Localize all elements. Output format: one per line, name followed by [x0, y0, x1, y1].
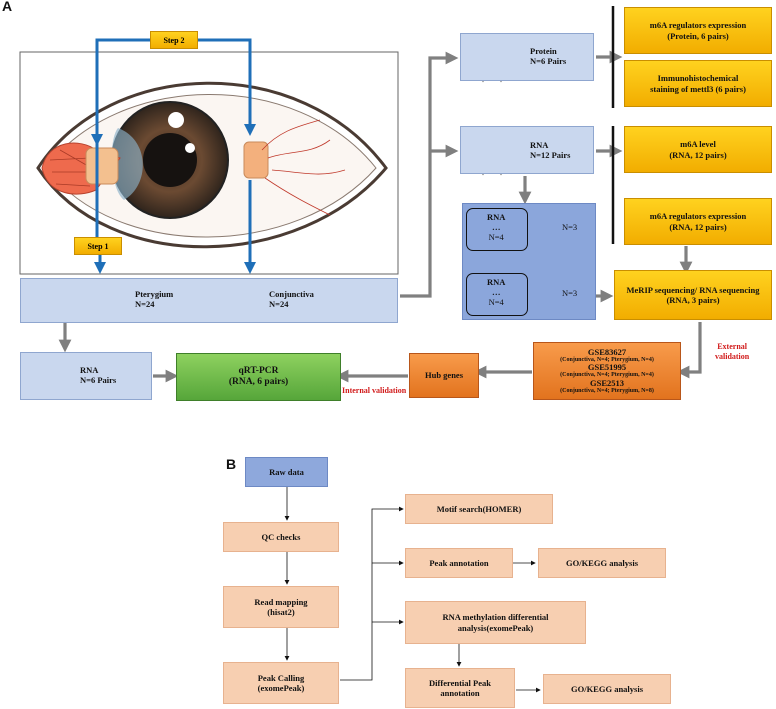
panel-label-b: B	[226, 456, 237, 472]
eye-illustration	[19, 51, 399, 275]
go-kegg-analysis-box-1: GO/KEGG analysis	[538, 548, 666, 578]
rna-6-box	[20, 352, 152, 400]
motif-search-box: Motif search(HOMER)	[405, 494, 553, 524]
step-2-label: Step 2	[150, 31, 198, 49]
pool-group-2-label: RNA…N=4	[487, 277, 506, 307]
internal-validation-label: Internal validation	[342, 386, 407, 395]
m6a-level-box: m6A level(RNA, 12 pairs)	[624, 126, 772, 173]
tissue-samples-box	[20, 278, 398, 323]
rna-12-box	[460, 126, 594, 174]
merip-sequencing-box: MeRIP sequencing/ RNA sequencing(RNA, 3 …	[614, 270, 772, 320]
gse-datasets-box: GSE83627(Conjunctiva, N=4; Pterygium, N=…	[533, 342, 681, 400]
m6a-regulators-rna-box: m6A regulators expression(RNA, 12 pairs)	[624, 198, 772, 245]
panel-label-a: A	[2, 0, 13, 14]
pool-group-2	[466, 273, 528, 316]
pool-group-1-label: RNA…N=4	[487, 212, 506, 242]
hub-genes-box: Hub genes	[409, 353, 479, 398]
pooling-panel	[462, 203, 596, 320]
read-mapping-box: Read mapping(hisat2)	[223, 586, 339, 628]
flow-arrows-b	[284, 487, 541, 693]
pool-group-2-output: N=3	[562, 288, 578, 298]
raw-data-box: Raw data	[245, 457, 328, 487]
qc-checks-box: QC checks	[223, 522, 339, 552]
qrt-pcr-box: qRT-PCR(RNA, 6 pairs)	[176, 353, 341, 401]
go-kegg-analysis-box-2: GO/KEGG analysis	[543, 674, 671, 704]
peak-calling-box: Peak Calling(exomePeak)	[223, 662, 339, 704]
peak-annotation-box: Peak annotation	[405, 548, 513, 578]
pool-group-1	[466, 208, 528, 251]
protein-box	[460, 33, 594, 81]
pool-group-1-output: N=3	[562, 222, 578, 232]
m6a-regulators-protein-box: m6A regulators expression(Protein, 6 pai…	[624, 7, 772, 54]
step-1-label: Step 1	[74, 237, 122, 255]
